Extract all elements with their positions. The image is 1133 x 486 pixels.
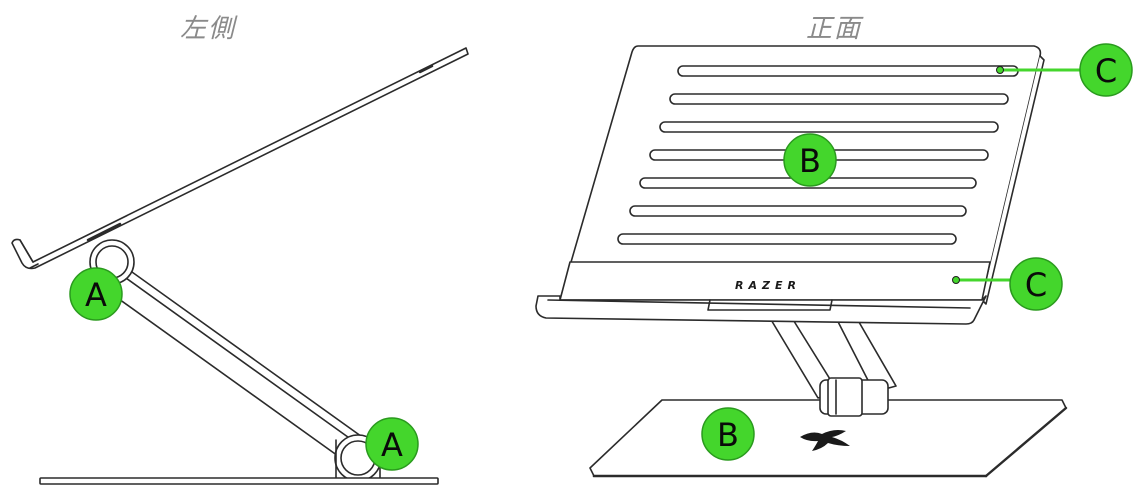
callout-b-tray: B xyxy=(783,133,837,187)
left-side-view xyxy=(11,47,469,485)
front-support-arms xyxy=(769,309,897,417)
callout-c-top-label: C xyxy=(1095,52,1117,90)
callout-a-upper-label: A xyxy=(85,276,107,314)
callout-c-lip: C xyxy=(1009,257,1063,311)
razer-wordmark: RAZER xyxy=(735,279,801,292)
razer-snake-logo xyxy=(800,430,850,451)
callout-dots xyxy=(952,66,1004,284)
callout-leaders xyxy=(954,68,1094,282)
callout-c-top: C xyxy=(1079,43,1133,97)
side-tray xyxy=(11,47,469,270)
callout-a-upper: A xyxy=(69,267,123,321)
callout-b-base-label: B xyxy=(717,416,739,454)
front-view-title: 正面 xyxy=(806,14,863,44)
front-lip xyxy=(535,261,991,325)
callout-a-lower-label: A xyxy=(381,426,403,464)
left-view-title: 左側 xyxy=(180,14,237,44)
callout-b-tray-label: B xyxy=(799,142,821,180)
callout-b-base: B xyxy=(701,407,755,461)
callout-c-lip-label: C xyxy=(1025,266,1047,304)
side-support-arm xyxy=(97,261,373,467)
front-view: RAZER xyxy=(535,45,1068,478)
side-base-plate xyxy=(39,477,439,485)
callout-a-lower: A xyxy=(365,417,419,471)
